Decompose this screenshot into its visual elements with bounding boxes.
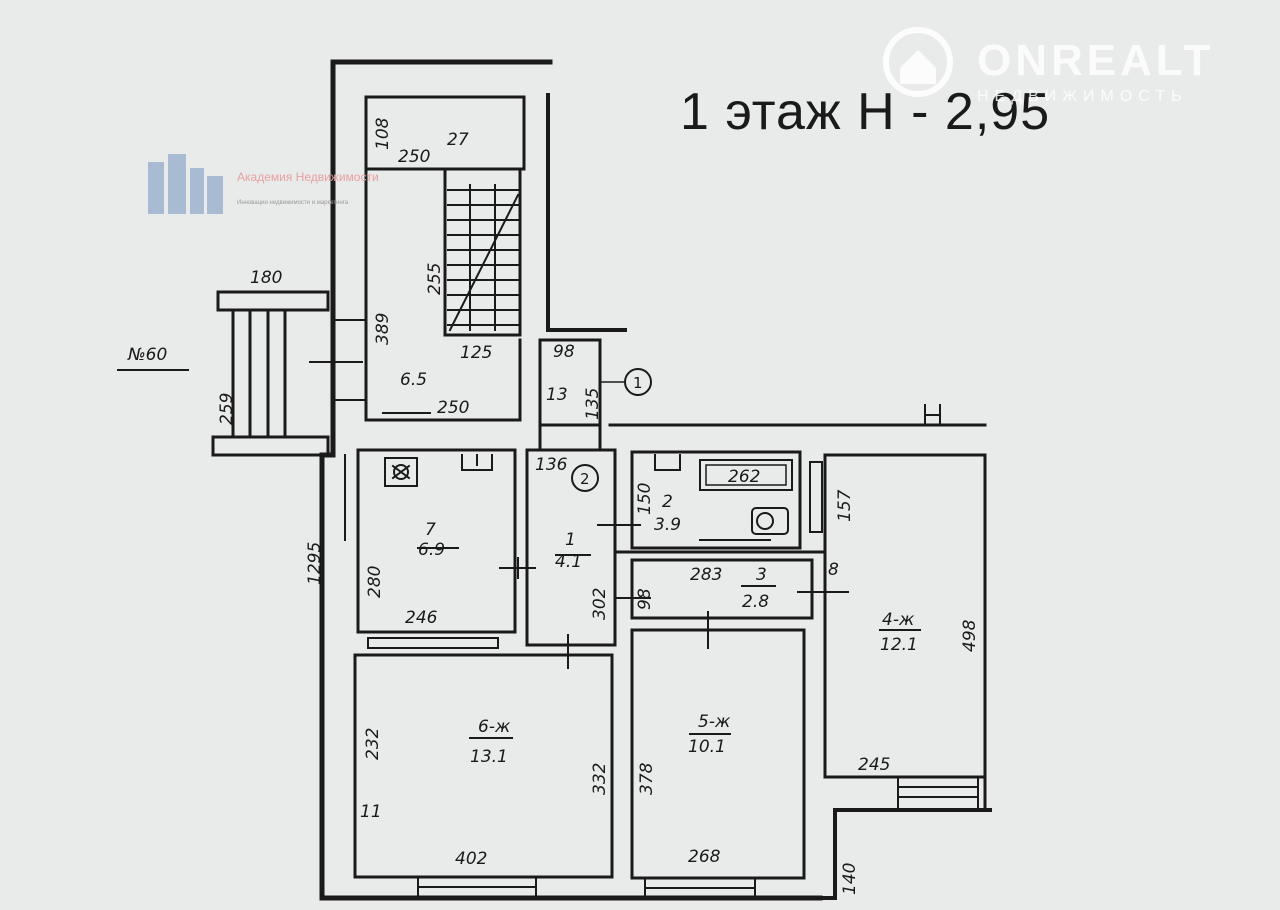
circle-marker-label: 1 [633, 374, 643, 392]
dim: 232 [363, 728, 383, 760]
porch [211, 435, 330, 457]
dim: 157 [835, 489, 855, 522]
room-3 [630, 558, 814, 620]
outer-wall [924, 404, 941, 426]
balcony [897, 776, 979, 811]
room-area: 3.9 [654, 515, 681, 535]
dim: 246 [405, 608, 438, 628]
room-label: 3 [756, 565, 767, 585]
corridor-wall [538, 423, 602, 452]
stove-icon [384, 457, 418, 487]
onrealt-watermark: ONREALT НЕДВИЖИМОСТЬ [885, 30, 1245, 120]
room-area: 12.1 [880, 635, 918, 655]
dim: 98 [635, 588, 655, 610]
dim: 136 [535, 455, 568, 475]
dim: 245 [858, 755, 890, 775]
onrealt-brand: ONREALT [977, 36, 1215, 85]
dim: 389 [373, 313, 393, 345]
dim: 332 [590, 763, 610, 795]
room-label: 6.5 [400, 370, 427, 390]
bathtub-icon [705, 464, 787, 486]
sink-icon [461, 454, 493, 471]
duct [809, 461, 823, 533]
dim: 98 [553, 342, 575, 362]
room-label: 7 [425, 520, 436, 540]
room-area: 10.1 [688, 737, 726, 757]
dim: 283 [690, 565, 722, 585]
room-1 [525, 448, 617, 647]
outer-wall [546, 93, 627, 332]
porch [216, 290, 330, 312]
stove-icon [393, 464, 409, 480]
dim: 250 [398, 147, 430, 167]
dim: 108 [373, 117, 393, 150]
dim: 135 [583, 388, 603, 420]
room-27 [364, 95, 526, 171]
academy-watermark: Академия Недвижимости Инновации недвижим… [145, 152, 425, 222]
room-label: 27 [447, 130, 469, 150]
dim: 11 [360, 802, 382, 822]
stair-wall [364, 167, 522, 422]
room-label: 1 [565, 530, 576, 550]
room-label: 2 [662, 492, 673, 512]
dim: 259 [217, 393, 237, 425]
onrealt-logo-icon [883, 27, 953, 97]
dim: 140 [840, 863, 860, 895]
academy-tagline: Инновации недвижимости и маркетинга [237, 200, 349, 206]
dim: 378 [637, 762, 657, 795]
mark-n60: №60 [127, 345, 167, 365]
room-area: 4.1 [555, 552, 582, 572]
room-label: 6-ж [478, 717, 511, 737]
circle-marker [571, 464, 599, 492]
dim: 8 [828, 560, 839, 580]
dim: 255 [425, 263, 445, 295]
dim: 280 [365, 566, 385, 598]
academy-logo-icon [148, 154, 223, 214]
academy-name: Академия Недвижимости [237, 170, 379, 184]
page-title: 1 этаж Н - 2,95 [680, 83, 1051, 141]
toilet-icon [751, 507, 789, 535]
dim: 498 [960, 619, 980, 652]
dim: 302 [590, 588, 610, 620]
stair-wall [443, 170, 522, 337]
sink-icon [654, 454, 681, 471]
dim: 1295 [305, 542, 325, 585]
dim: 250 [437, 398, 469, 418]
room-2 [630, 450, 802, 550]
dim: 262 [728, 467, 760, 487]
circle-marker-label: 2 [580, 470, 590, 488]
room-area: 2.8 [742, 592, 769, 612]
outer-wall [319, 452, 623, 901]
toilet-icon [756, 512, 774, 530]
dim: 402 [455, 849, 487, 869]
room-7 [356, 448, 517, 634]
room-label: 5-ж [698, 712, 731, 732]
dim: 268 [688, 847, 721, 867]
dim: 180 [250, 268, 282, 288]
room-area: 13.1 [470, 747, 508, 767]
onrealt-subtitle: НЕДВИЖИМОСТЬ [977, 88, 1188, 105]
bathtub-icon [699, 459, 793, 491]
room-label: 4-ж [882, 610, 915, 630]
room-label: 13 [546, 385, 568, 405]
room-area: 6.9 [418, 540, 445, 560]
window [367, 637, 499, 649]
dim: 150 [635, 483, 655, 515]
dim: 125 [460, 343, 492, 363]
